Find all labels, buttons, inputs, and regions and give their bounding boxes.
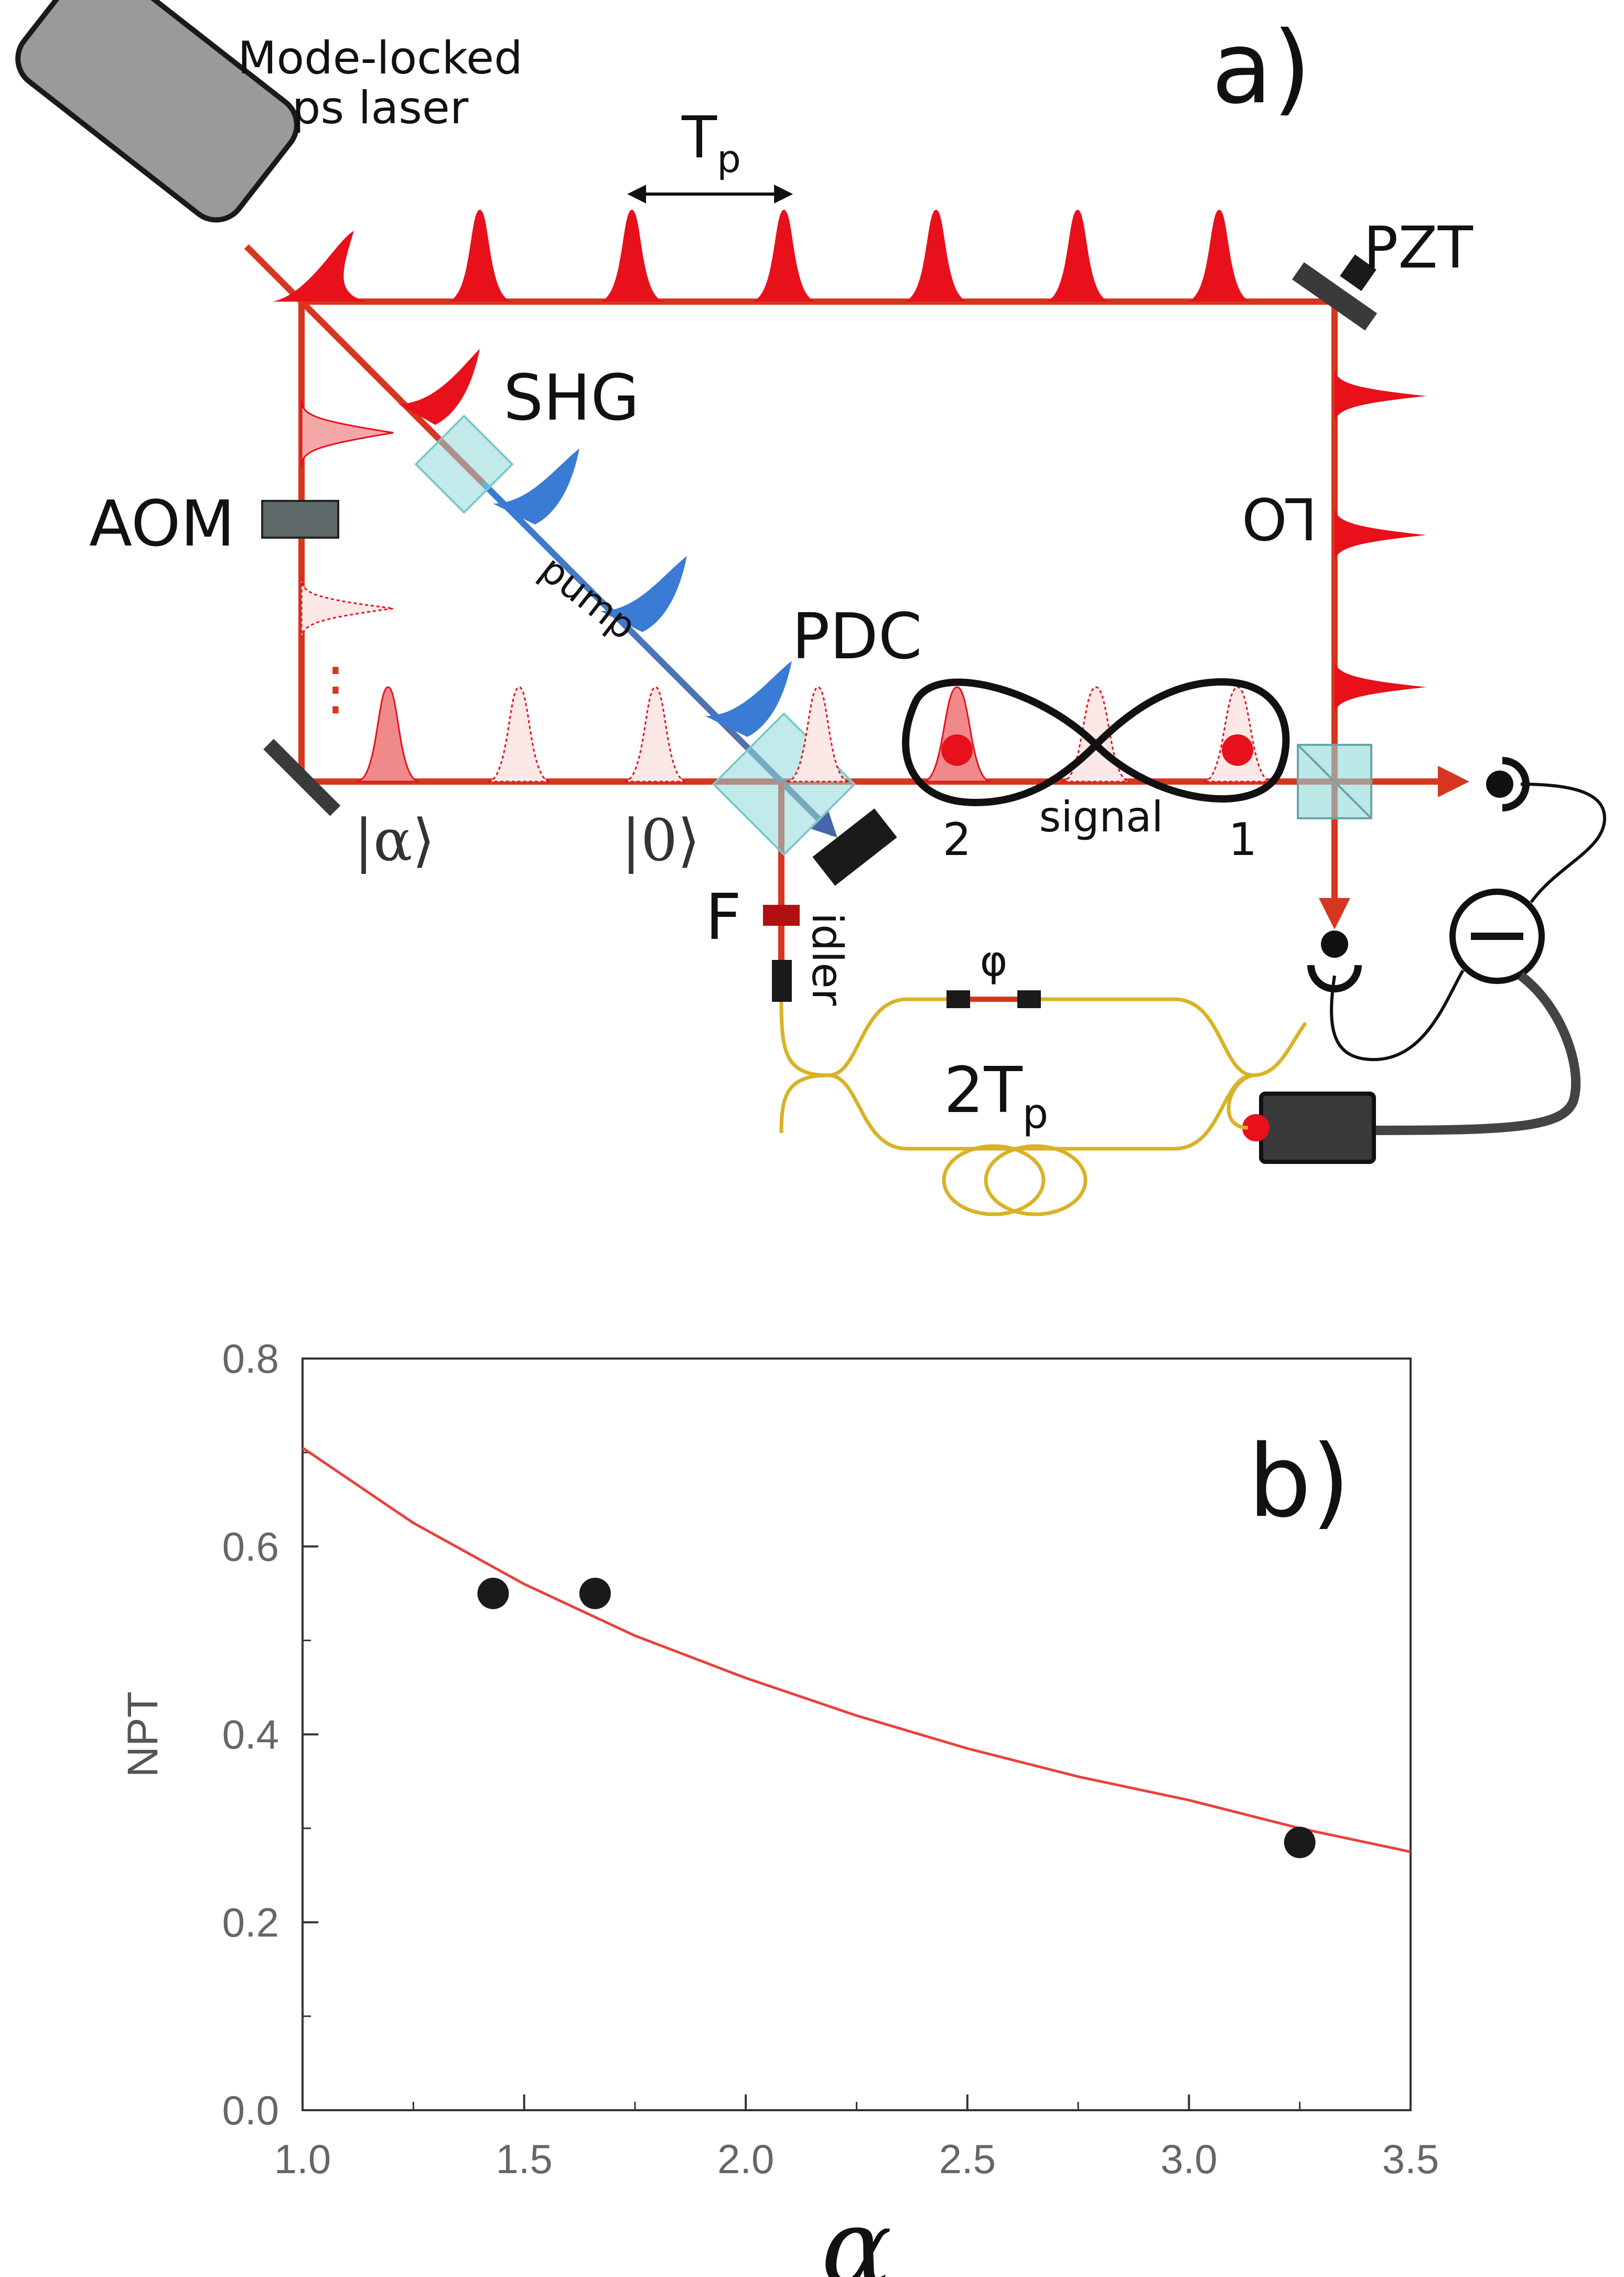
pulse-lo-0 xyxy=(1335,367,1426,425)
photon-mode-1 xyxy=(1222,734,1253,766)
ellipsis-dots: ⋮ xyxy=(307,655,364,722)
detector-lo xyxy=(1307,965,1362,992)
alpha-ket: |α⟩ xyxy=(354,807,435,874)
x-tick-label-0: 1.0 xyxy=(274,2136,331,2182)
x-tick-label-2: 2.0 xyxy=(717,2136,774,2182)
panel-b-label: b) xyxy=(1248,1424,1350,1540)
laser-box xyxy=(15,0,299,223)
acquisition-trigger xyxy=(1242,1114,1270,1141)
wire-scope xyxy=(1373,971,1581,1135)
y-tick-label-2: 0.4 xyxy=(222,1712,279,1758)
aom-device xyxy=(261,500,339,539)
shg-label: SHG xyxy=(503,362,639,435)
aom-label: AOM xyxy=(89,488,235,561)
pzt-actuator xyxy=(1340,254,1376,291)
pulse-lo-1 xyxy=(1335,506,1426,564)
data-point-0 xyxy=(477,1577,509,1609)
wire-signal xyxy=(1520,783,1607,903)
x-tick-label-5: 3.5 xyxy=(1382,2136,1439,2182)
data-point-2 xyxy=(1284,1826,1316,1858)
filter xyxy=(763,905,800,926)
entanglement-loop xyxy=(902,678,1290,807)
pulse-top-3 xyxy=(750,210,818,302)
pzt-label: PZT xyxy=(1363,214,1474,281)
lo-label: LO xyxy=(1242,485,1317,552)
laser-label-line2: ps laser xyxy=(292,82,469,134)
mirror-bottom-left xyxy=(263,739,341,816)
pdc-label: PDC xyxy=(792,601,922,674)
acquisition-box xyxy=(1259,1092,1376,1164)
detector-lo-dot xyxy=(1321,931,1348,958)
beam-splitter-diagonal xyxy=(1297,744,1372,819)
fiber-coupler xyxy=(772,960,792,1002)
x-tick-label-4: 3.0 xyxy=(1160,2136,1217,2182)
laser-label-line1: Mode-locked xyxy=(238,32,522,84)
y-axis-label: NPT xyxy=(119,1692,167,1778)
pulse-top-2 xyxy=(598,210,666,302)
y-tick-label-0: 0.0 xyxy=(222,2087,279,2133)
shg-crystal xyxy=(414,414,514,514)
pulse-bottom-dot1 xyxy=(487,686,551,783)
phase-shifter-right xyxy=(1017,990,1041,1008)
x-axis-label: α xyxy=(821,2186,892,2277)
beam-dump xyxy=(812,808,897,886)
pump-pulse-0 xyxy=(493,448,579,525)
pulse-top-4 xyxy=(902,210,970,302)
pulse-top-1 xyxy=(446,210,514,302)
pulse-top-6 xyxy=(1185,210,1253,302)
detector-signal-dot xyxy=(1486,771,1513,798)
phi-label: φ xyxy=(980,937,1008,986)
filter-label: F xyxy=(705,881,741,954)
pulse-left-0 xyxy=(300,398,394,467)
tp-label: Tp xyxy=(681,104,741,181)
pump-pulse-2 xyxy=(705,661,792,737)
zero-ket: |0⟩ xyxy=(621,807,700,874)
panel-a-diagram: Mode-locked ps laser a) Tp xyxy=(15,0,1607,1216)
data-point-1 xyxy=(579,1577,611,1609)
plot-frame xyxy=(302,1357,1412,2111)
panel-a-label: a) xyxy=(1211,10,1311,126)
y-tick-label-4: 0.8 xyxy=(222,1335,279,1382)
pump-label: pump xyxy=(532,547,645,648)
x-tick-label-3: 2.5 xyxy=(939,2136,996,2182)
panel-b-chart: 1.0 1.5 2.0 2.5 3.0 3.5 0.0 0.2 0.4 0.6 0.8 α NPT b) xyxy=(119,1335,1439,2277)
pulse-diag-red xyxy=(399,349,480,425)
pulse-left-1 xyxy=(300,576,394,640)
pulse-top-0 xyxy=(273,231,367,302)
x-tick-label-1: 1.5 xyxy=(496,2136,552,2182)
photon-mode-2 xyxy=(941,734,973,766)
y-tick-label-3: 0.6 xyxy=(222,1523,279,1569)
pzt-mirror xyxy=(1292,262,1378,331)
pump-pulse-1 xyxy=(600,556,687,632)
phase-shifter-left xyxy=(947,990,970,1008)
fit-curve xyxy=(302,1447,1411,1853)
pulse-bottom-dot2 xyxy=(623,686,687,783)
mode-2-label: 2 xyxy=(943,814,972,866)
pulse-top-5 xyxy=(1044,210,1112,302)
pulse-lo-2 xyxy=(1335,658,1426,716)
pulse-bottom-alpha xyxy=(356,686,420,783)
y-tick-label-1: 0.2 xyxy=(222,1899,279,1945)
pulse-bottom-dot3 xyxy=(786,686,850,783)
mode-1-label: 1 xyxy=(1229,814,1257,866)
signal-label: signal xyxy=(1039,793,1164,841)
idler-label: idler xyxy=(803,913,852,1006)
fiber-interferometer xyxy=(779,997,1307,1216)
wire-lo xyxy=(1330,969,1465,1062)
delay-label: 2Tp xyxy=(944,1054,1048,1138)
